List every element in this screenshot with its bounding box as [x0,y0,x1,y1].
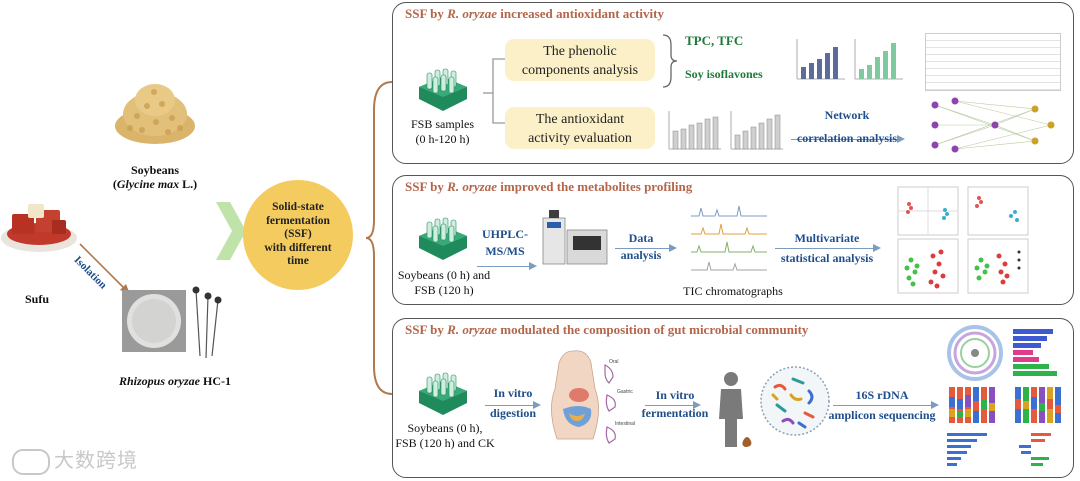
rhizopus-label: Rhizopus oryzae HC-1 [118,374,232,388]
tpc-bar-chart-thumb [796,39,845,80]
horizontal-bar-thumb-2 [1019,433,1051,466]
phenolic-brace [662,34,678,88]
network-analysis-label-2: correlation analysis [796,131,898,145]
invitro-fermentation-label: In vitro [655,388,695,402]
circular-tree-thumb [947,325,1003,381]
sufu-image [1,204,77,252]
network-graph-thumb [931,97,1055,153]
panel-antioxidant: SSF by R. oryzae increased antioxidant a… [392,2,1074,164]
digestive-system-icon: Oral Gastric Intestinal [551,350,635,444]
soybeans-label: Soybeans [130,163,180,177]
antioxidant-chart-thumb-1 [668,111,721,150]
soybeans-image [115,84,195,144]
tic-chromatograph-thumb [691,205,767,271]
16s-sequencing-label: 16S rDNA [855,388,909,402]
permutation-plot-thumb [967,186,1029,236]
tube-rack-icon [419,217,467,260]
uhplc-instrument-icon [542,210,608,265]
stacked-bar-thumb-1 [949,387,995,423]
pca-plot-thumb [897,186,959,236]
panel3-arrow-1 [485,400,541,409]
tube-rack-icon [419,68,467,111]
intestinal-stage-label: Intestinal [615,421,635,427]
panel2-title: SSF by R. oryzae improved the metabolite… [405,179,693,194]
volcano-plot-thumb-2 [967,238,1029,294]
network-analysis-label: Network [824,108,870,122]
multivariate-label: Multivariate [794,231,860,245]
tpc-tfc-label: TPC, TFC [685,33,744,48]
panel3-sample-label: Soybeans (0 h),FSB (120 h) and CK [395,421,495,450]
invitro-digestion-label-2: digestion [489,406,536,420]
gut-microbes-icon [760,366,830,436]
panel-metabolites: SSF by R. oryzae improved the metabolite… [392,175,1074,305]
panel3-title: SSF by R. oryzae modulated the compositi… [405,322,809,337]
volcano-plot-thumb-1 [897,238,959,294]
panel1-connector [483,58,507,124]
16s-sequencing-label-2: amplicon sequencing [828,408,936,422]
gastric-stage-label: Gastric [617,389,633,395]
panel1-network-arrow [791,134,905,143]
stacked-bar-thumb-2 [1015,387,1061,423]
panel2-arrow-2 [615,243,677,252]
watermark-logo-icon [12,448,50,475]
sufu-label: Sufu [24,292,50,306]
isoflavones-label: Soy isoflavones [685,67,763,81]
uhplc-label: UHPLC-MS/MS [482,227,528,258]
soybeans-latin-label: (Glycine max L.) [112,177,198,191]
panel-bracket [365,81,393,395]
oral-stage-label: Oral [609,359,618,365]
panel1-title: SSF by R. oryzae increased antioxidant a… [405,6,664,21]
tube-rack-icon [419,372,467,415]
watermark: 大数跨境 [12,444,138,475]
panel2-arrow-3 [775,243,881,252]
panel3-arrow-3 [833,400,939,409]
antioxidant-chart-thumb-2 [730,111,783,150]
panel3-arrow-2 [645,400,701,409]
isoflavone-bar-chart-thumb [854,39,903,80]
chevron-arrow-icon [216,202,246,260]
multivariate-label-2: statistical analysis [780,251,874,265]
person-icon [719,372,752,447]
panel2-arrow-1 [477,261,537,270]
ssf-oval [243,180,353,290]
panel-gut-microbial: SSF by R. oryzae modulated the compositi… [392,318,1074,478]
invitro-fermentation-label-2: fermentation [641,406,709,420]
tic-label: TIC chromatographs [683,284,783,298]
horizontal-bar-thumb-1 [947,433,987,466]
panel1-sample-label: FSB samples(0 h-120 h) [410,117,474,146]
rhizopus-culture-image [122,286,222,359]
table-thumb [925,33,1061,91]
lefse-bar-thumb [1013,329,1057,376]
invitro-digestion-label: In vitro [493,386,533,400]
ssf-text: Solid-state fermentation (SSF) with diff… [264,201,332,267]
